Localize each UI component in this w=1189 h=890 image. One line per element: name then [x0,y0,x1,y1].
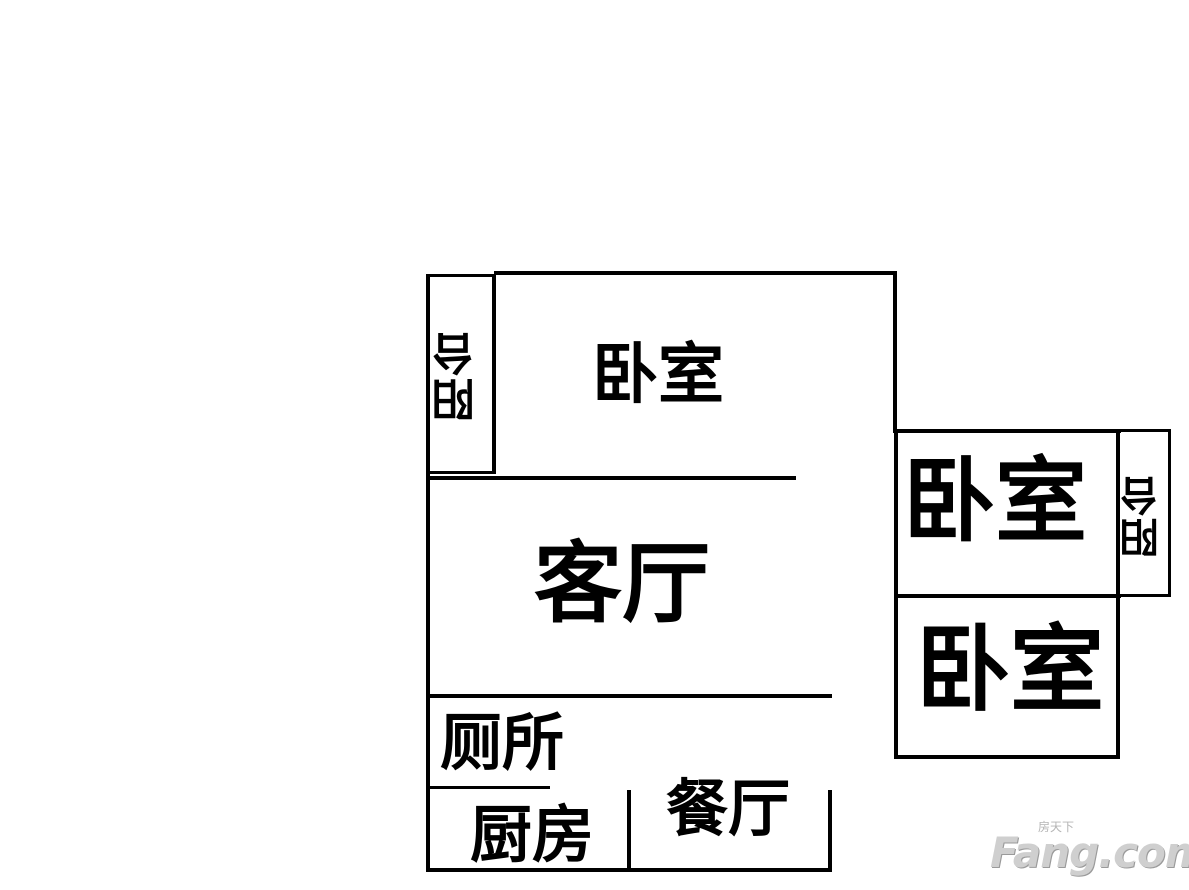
wall-left-outer [426,274,430,872]
bedroom-right-lower-label: 卧室 [915,616,1104,725]
wall-left-balcony-right [492,274,496,474]
watermark-main: Fang.com [990,828,1189,877]
balcony-left-label: 阳台 [432,330,483,422]
wall-kitchen-dining [627,790,631,872]
wall-right-inner [1116,429,1120,759]
kitchen-label: 厨房 [469,798,594,871]
fang-watermark-logo: 房天下 Fang.com [990,818,1189,878]
toilet-label: 厕所 [439,706,564,779]
wall-right-balcony-right [1168,429,1171,597]
wall-right-balcony-bottom [1120,594,1171,597]
wall-right-top [894,429,1121,433]
wall-top-left-balcony [426,274,496,277]
balcony-right-label: 阳台 [1120,474,1166,558]
wall-toilet-bottom [430,786,550,789]
living-room-label: 客厅 [533,532,710,635]
wall-right-bottom [894,755,1120,759]
watermark-sub: 房天下 [1038,820,1075,834]
wall-top-main [494,271,896,275]
wall-left-balcony-bottom [426,471,496,474]
bedroom-top-label: 卧室 [592,336,724,413]
wall-living-lower [430,694,832,698]
wall-right-balcony-top [1120,429,1171,432]
bedroom-right-upper-label: 卧室 [902,448,1087,555]
wall-dining-right [828,790,832,872]
wall-main-right [893,271,897,433]
wall-bedroom-living [426,476,796,480]
dining-room-label: 餐厅 [665,772,790,845]
wall-right-bedrooms-divider [894,594,1121,598]
